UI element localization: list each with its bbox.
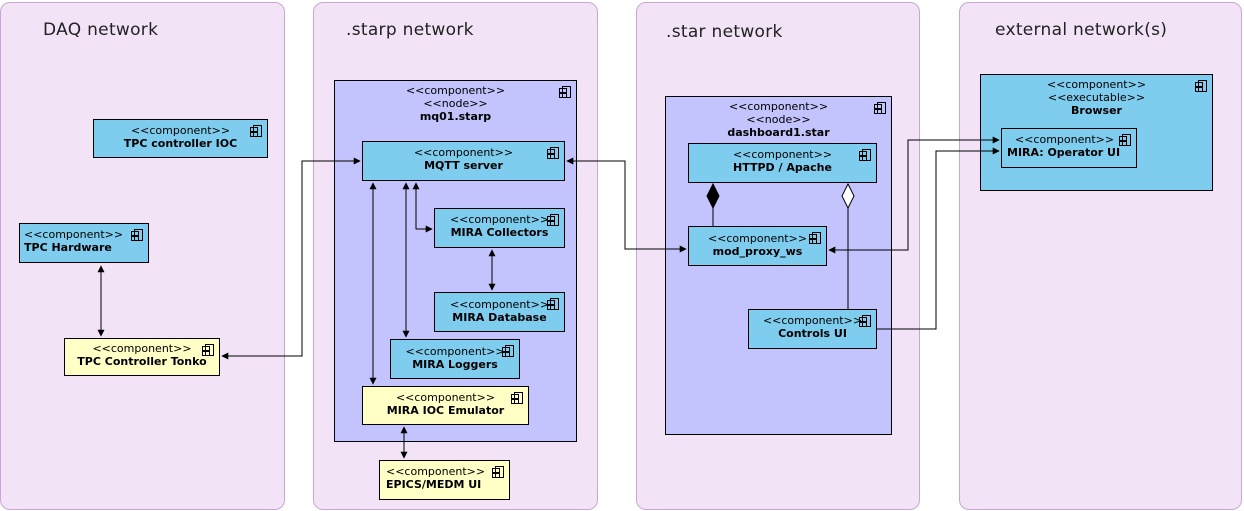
mq01-starp-label: mq01.starp bbox=[419, 110, 492, 123]
mira-operator-ui-label: MIRA: Operator UI bbox=[1007, 146, 1121, 159]
component-icon bbox=[547, 147, 559, 159]
stereotype-label: <<component>> bbox=[449, 298, 550, 311]
component-icon bbox=[874, 102, 886, 114]
mira-ioc-emulator-label: MIRA IOC Emulator bbox=[386, 404, 505, 417]
mira-database-label: MIRA Database bbox=[452, 311, 547, 324]
controls-ui-component: <<component>> Controls UI bbox=[748, 309, 877, 349]
mira-loggers-label: MIRA Loggers bbox=[412, 358, 498, 371]
component-icon bbox=[511, 392, 523, 404]
stereotype-label: <<component>> bbox=[728, 100, 829, 113]
stereotype-label: <<component>> bbox=[405, 84, 506, 97]
component-icon bbox=[1119, 134, 1131, 146]
controls-ui-label: Controls UI bbox=[778, 327, 847, 340]
component-icon bbox=[547, 214, 559, 226]
stereotype-label: <<component>> bbox=[92, 342, 192, 355]
component-icon bbox=[492, 466, 504, 478]
mira-loggers-component: <<component>> MIRA Loggers bbox=[390, 339, 520, 379]
mira-ioc-emulator-component: <<component>> MIRA IOC Emulator bbox=[362, 386, 529, 425]
httpd-apache-component: <<component>> HTTPD / Apache bbox=[688, 143, 877, 183]
tpc-controller-tonko-component: <<component>> TPC Controller Tonko bbox=[64, 338, 220, 376]
httpd-apache-label: HTTPD / Apache bbox=[733, 161, 832, 174]
mira-database-component: <<component>> MIRA Database bbox=[434, 292, 565, 332]
epics-medm-ui-label: EPICS/MEDM UI bbox=[386, 478, 482, 491]
component-icon bbox=[202, 344, 214, 356]
component-icon bbox=[809, 232, 821, 244]
mira-operator-ui-component: <<component>> MIRA: Operator UI bbox=[1001, 128, 1137, 168]
tpc-controller-ioc-component: <<component>> TPC controller IOC bbox=[93, 119, 268, 158]
browser-label: Browser bbox=[1071, 104, 1122, 117]
mod-proxy-ws-label: mod_proxy_ws bbox=[712, 245, 803, 258]
tpc-hardware-label: TPC Hardware bbox=[24, 241, 112, 254]
executable-stereotype-label: <<executable>> bbox=[1047, 91, 1146, 104]
mqtt-server-component: <<component>> MQTT server bbox=[362, 141, 565, 181]
node-stereotype-label: <<node>> bbox=[423, 97, 488, 110]
tpc-controller-tonko-label: TPC Controller Tonko bbox=[77, 355, 207, 368]
tpc-hardware-component: <<component>> TPC Hardware bbox=[19, 223, 149, 263]
component-icon bbox=[547, 298, 559, 310]
stereotype-label: <<component>> bbox=[405, 345, 505, 358]
mod-proxy-ws-component: <<component>> mod_proxy_ws bbox=[688, 226, 827, 266]
starp-network-title: .starp network bbox=[346, 20, 474, 40]
node-stereotype-label: <<node>> bbox=[746, 113, 811, 126]
daq-network-title: DAQ network bbox=[43, 20, 159, 40]
external-network-title: external network(s) bbox=[995, 20, 1168, 40]
stereotype-label: <<component>> bbox=[413, 146, 514, 159]
epics-medm-ui-component: <<component>> EPICS/MEDM UI bbox=[379, 460, 510, 500]
mqtt-server-label: MQTT server bbox=[424, 159, 503, 172]
stereotype-label: <<component>> bbox=[130, 124, 231, 137]
component-icon bbox=[859, 315, 871, 327]
stereotype-label: <<component>> bbox=[1015, 133, 1115, 146]
stereotype-label: <<component>> bbox=[24, 228, 124, 241]
stereotype-label: <<component>> bbox=[395, 391, 496, 404]
component-icon bbox=[131, 229, 143, 241]
tpc-controller-ioc-label: TPC controller IOC bbox=[123, 137, 238, 150]
star-network-title: .star network bbox=[666, 22, 783, 42]
component-icon bbox=[1195, 80, 1207, 92]
component-icon bbox=[502, 345, 514, 357]
mira-collectors-component: <<component>> MIRA Collectors bbox=[434, 208, 565, 248]
component-icon bbox=[859, 149, 871, 161]
component-icon bbox=[559, 86, 571, 98]
dashboard1-star-label: dashboard1.star bbox=[727, 126, 830, 139]
stereotype-label: <<component>> bbox=[449, 213, 550, 226]
stereotype-label: <<component>> bbox=[762, 314, 863, 327]
stereotype-label: <<component>> bbox=[707, 232, 808, 245]
stereotype-label: <<component>> bbox=[1046, 78, 1147, 91]
stereotype-label: <<component>> bbox=[386, 465, 486, 478]
stereotype-label: <<component>> bbox=[732, 148, 833, 161]
mira-collectors-label: MIRA Collectors bbox=[450, 226, 549, 239]
component-icon bbox=[250, 125, 262, 137]
